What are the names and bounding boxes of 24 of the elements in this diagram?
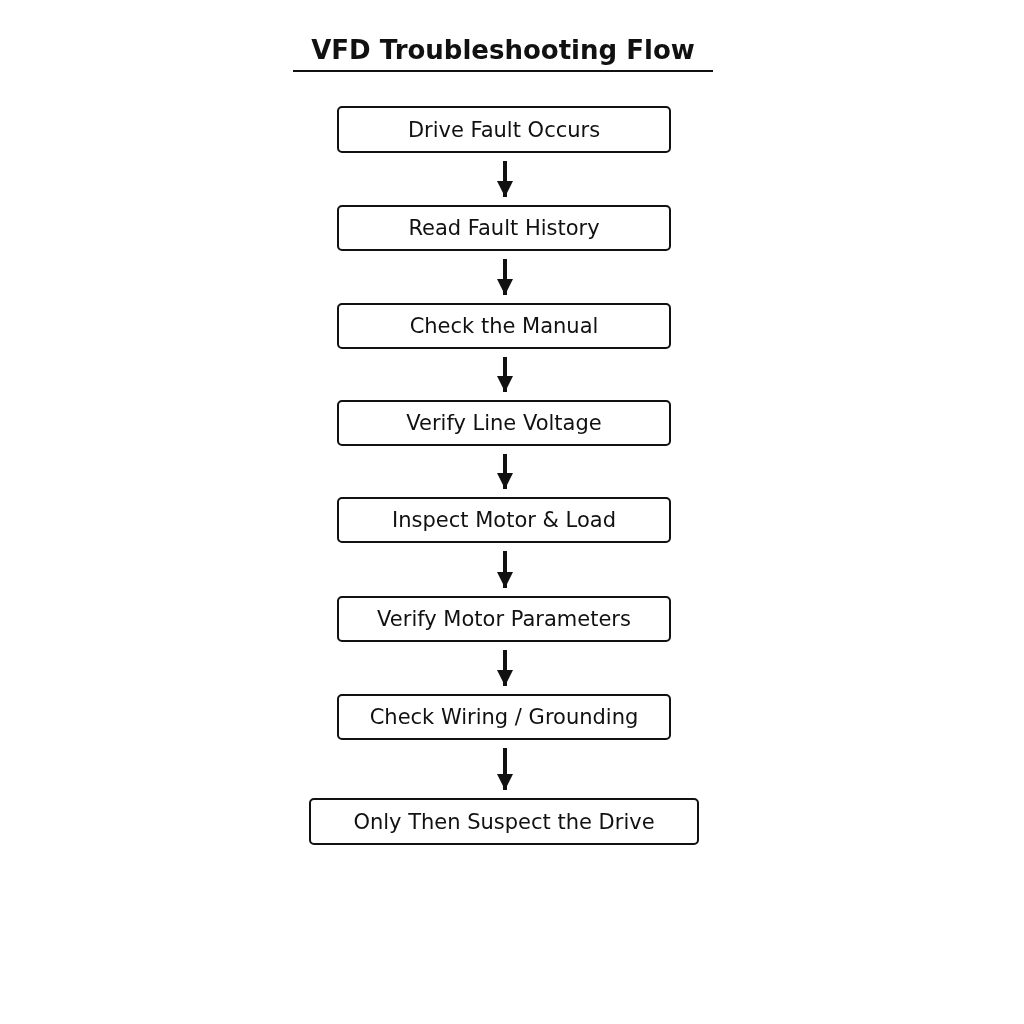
arrow <box>497 748 513 790</box>
step-label: Check the Manual <box>409 314 599 338</box>
arrow <box>497 650 513 686</box>
process-box <box>337 497 671 543</box>
step-label: Check Wiring / Grounding <box>369 705 639 729</box>
arrow <box>497 454 513 489</box>
process-box <box>337 205 671 251</box>
process-box <box>337 303 671 349</box>
arrow <box>497 259 513 295</box>
process-box <box>337 596 671 642</box>
process-box <box>337 400 671 446</box>
process-box <box>337 106 671 153</box>
step-label: Drive Fault Occurs <box>407 117 601 142</box>
arrow <box>497 161 513 197</box>
step-label: Inspect Motor & Load <box>392 508 616 532</box>
process-box <box>337 694 671 740</box>
step-label: Read Fault History <box>408 216 600 240</box>
arrow <box>497 551 513 588</box>
diagram-title: VFD Troubleshooting Flow <box>293 30 713 72</box>
step-label: Verify Line Voltage <box>406 411 602 435</box>
arrow <box>497 357 513 392</box>
step-label: Only Then Suspect the Drive <box>353 809 655 834</box>
process-box <box>309 798 699 845</box>
step-label: Verify Motor Parameters <box>377 607 631 631</box>
